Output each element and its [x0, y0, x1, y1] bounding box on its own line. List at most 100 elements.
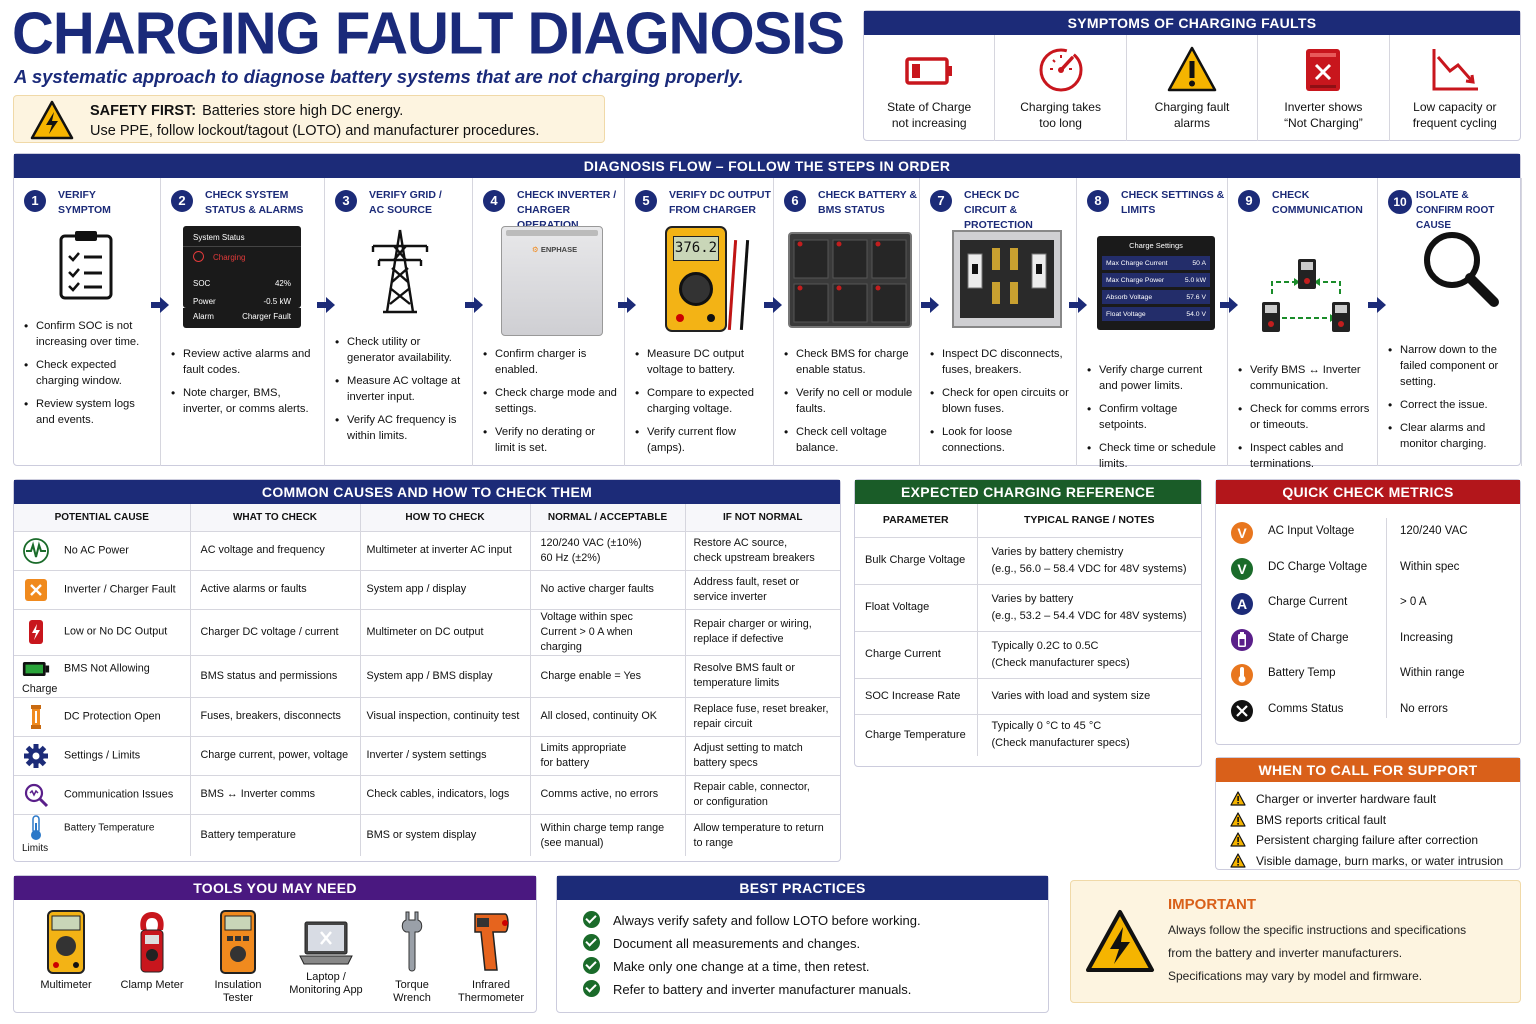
- step-number: 10: [1388, 190, 1412, 214]
- step-heading: SYMPTOM: [58, 204, 111, 216]
- flow-arrow-icon: [1219, 295, 1239, 315]
- status-value: Charger Fault: [242, 312, 291, 321]
- tool-item: Clamp Meter: [118, 910, 186, 992]
- cause-cell: No AC Power: [14, 531, 191, 571]
- warning-icon: [1230, 852, 1246, 868]
- best-practice-text: Make only one change at a time, then ret…: [613, 959, 870, 974]
- best-practice-item: Always verify safety and follow LOTO bef…: [583, 911, 921, 928]
- tool-label: Multimeter: [40, 979, 92, 991]
- decline-chart-icon: [1430, 45, 1480, 95]
- current-icon: A: [1230, 592, 1254, 616]
- tool-item: Multimeter: [32, 910, 100, 992]
- status-key: SOC: [193, 279, 211, 288]
- clamp-meter-icon: [140, 912, 164, 973]
- normal-line: Comms active, no errors: [540, 788, 659, 801]
- step-heading: VERIFY DC OUTPUT: [669, 189, 771, 201]
- step-bullets: Check utility or generator availability.…: [335, 334, 466, 451]
- cause-cell: Communication Issues: [14, 775, 191, 815]
- temp-icon: [1230, 663, 1254, 687]
- setting-value: 50 A: [1192, 260, 1206, 267]
- step-bullet: Measure AC voltage at inverter input.: [335, 373, 466, 405]
- fix-line: battery specs: [693, 756, 758, 769]
- table-header: PARAMETER: [855, 504, 978, 538]
- normal-line: (see manual): [540, 836, 604, 849]
- support-item: Visible damage, burn marks, or water int…: [1230, 852, 1503, 868]
- parameter-cell: Charge Current: [855, 631, 978, 679]
- best-practice-item: Document all measurements and changes.: [583, 934, 860, 951]
- tool-label: Wrench: [393, 992, 431, 1004]
- gauge-icon: [1036, 45, 1086, 95]
- step-heading: CHECK BATTERY &: [818, 189, 917, 201]
- step-heading: CHECK: [1272, 189, 1310, 201]
- fix-line: check upstream breakers: [693, 551, 815, 564]
- step-heading: AC SOURCE: [369, 204, 433, 216]
- step-heading: CONFIRM ROOT CAUSE: [1416, 205, 1495, 231]
- range-cell: Varies by battery (e.g., 53.2 – 54.4 VDC …: [977, 584, 1201, 632]
- fix-line: Adjust setting to match: [693, 741, 803, 754]
- normal-line: No active charger faults: [540, 583, 654, 595]
- step-heading: FROM CHARGER: [669, 204, 756, 216]
- charging-reference-panel: EXPECTED CHARGING REFERENCE PARAMETER TY…: [854, 479, 1202, 767]
- black-probe: [739, 240, 750, 330]
- call-for-support-panel: WHEN TO CALL FOR SUPPORT Charger or inve…: [1215, 757, 1521, 870]
- dc-breaker-panel-image: [952, 230, 1062, 328]
- table-header: POTENTIAL CAUSE: [14, 504, 191, 532]
- best-practices-panel: BEST PRACTICES Always verify safety and …: [556, 875, 1049, 1013]
- tool-label: Tester: [223, 992, 253, 1004]
- if-not-normal-cell: Restore AC source,check upstream breaker…: [685, 531, 840, 571]
- step-bullet: Check utility or generator availability.: [335, 334, 466, 366]
- battery-icon: [22, 656, 50, 682]
- step-bullet: Verify charge current and power limits.: [1087, 362, 1221, 394]
- range-line: Varies by battery chemistry: [991, 545, 1124, 558]
- step-bullets: Review active alarms and fault codes. No…: [171, 346, 318, 424]
- check-circle-icon: [583, 911, 600, 928]
- step-bullet: Check expected charging window.: [24, 357, 154, 389]
- tool-item: Infrared Thermometer: [454, 910, 528, 1005]
- how-to-check-cell: Multimeter at inverter AC input: [360, 531, 531, 571]
- what-to-check-cell: BMS ↔ Inverter comms: [190, 775, 361, 815]
- range-line: (e.g., 53.2 – 54.4 VDC for 48V systems): [991, 609, 1187, 622]
- fix-line: temperature limits: [693, 677, 780, 690]
- best-practice-item: Refer to battery and inverter manufactur…: [583, 980, 911, 997]
- range-line: Varies by battery: [991, 592, 1074, 605]
- flow-arrow-icon: [150, 295, 170, 315]
- step-bullet: Measure DC output voltage to battery.: [635, 346, 767, 378]
- important-notice: IMPORTANT Always follow the specific ins…: [1070, 880, 1521, 1003]
- how-to-check-cell: Multimeter on DC output: [360, 609, 531, 656]
- step-heading: CIRCUIT & PROTECTION: [964, 204, 1033, 231]
- step-bullet: Look for loose connections.: [930, 424, 1070, 456]
- symptom-line-2: “Not Charging”: [1284, 116, 1363, 130]
- tool-label: Infrared: [472, 979, 510, 991]
- cause-cell: Settings / Limits: [14, 736, 191, 776]
- step-bullets: Narrow down to the failed component or s…: [1388, 342, 1515, 459]
- step-bullet: Verify AC frequency is within limits.: [335, 412, 466, 444]
- step-bullet: Check time or schedule limits.: [1087, 440, 1221, 472]
- metric-name: Charge Current: [1268, 596, 1348, 608]
- flow-arrow-icon: [617, 295, 637, 315]
- what-to-check-cell: AC voltage and frequency: [190, 531, 361, 571]
- step-number: 9: [1238, 190, 1260, 212]
- symptom-line-1: State of Charge: [887, 100, 972, 114]
- step-heading: VERIFY GRID /: [369, 189, 442, 201]
- svg-text:V: V: [1237, 561, 1247, 577]
- metric-name: AC Input Voltage: [1268, 525, 1355, 537]
- parameter-cell: SOC Increase Rate: [855, 678, 978, 715]
- range-line: Typically 0.2C to 0.5C: [991, 639, 1099, 652]
- cause-cell: Low or No DC Output: [14, 609, 191, 656]
- best-practices-title: BEST PRACTICES: [557, 876, 1048, 900]
- flow-arrow-icon: [1068, 295, 1088, 315]
- status-state: Charging: [213, 253, 246, 262]
- step-bullet: Review active alarms and fault codes.: [171, 346, 318, 378]
- if-not-normal-cell: Replace fuse, reset breaker,repair circu…: [685, 697, 840, 737]
- flow-arrow-icon: [1367, 295, 1387, 315]
- setting-key: Absorb Voltage: [1106, 294, 1153, 301]
- metrics-title: QUICK CHECK METRICS: [1216, 480, 1520, 504]
- if-not-normal-cell: Repair charger or wiring,replace if defe…: [685, 609, 840, 656]
